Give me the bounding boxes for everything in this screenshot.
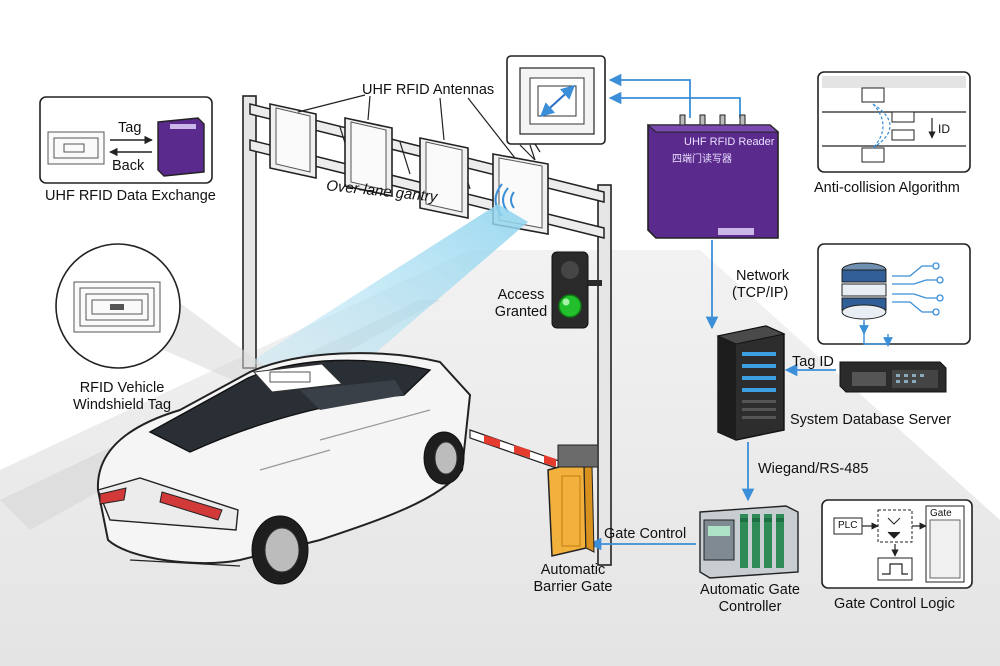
label-db-server: System Database Server [790,412,952,428]
antenna-panel [344,117,393,197]
label-barrier-line2: Barrier Gate [533,579,613,595]
label-vehicle-tag-line2: Windshield Tag [72,397,172,413]
label-data-exchange: UHF RFID Data Exchange [45,188,216,204]
rfid-beam [250,204,528,392]
data-exchange-inset [39,96,213,184]
label-tag: Tag [118,120,142,136]
label-tag-id: Tag ID [792,354,834,370]
database-inset [817,243,971,347]
label-gate-logic: Gate Control Logic [834,596,955,612]
rfid-reader-device [646,114,780,239]
barrier-gate [469,429,599,557]
reader-subtitle: 四端门读写器 [672,154,732,165]
label-id: ID [938,122,950,136]
tower-server [716,325,786,441]
label-gate: Gate [930,508,952,519]
anti-collision-inset [817,71,971,173]
rack-server-appliance [839,361,947,393]
antenna-panel [269,103,317,179]
label-network-line1: Network [736,268,790,284]
antenna-panel [419,137,469,219]
label-barrier-line1: Automatic [540,562,606,578]
label-plc: PLC [838,520,858,531]
label-anti-collision: Anti-collision Algorithm [814,180,960,196]
label-wiegand: Wiegand/RS-485 [758,461,869,477]
gate-logic-inset [821,499,973,589]
label-network-line2: (TCP/IP) [732,285,789,301]
label-vehicle-tag-line1: RFID Vehicle [79,380,165,396]
windshield-tag-inset [55,243,292,392]
antenna-detail-inset [506,55,606,161]
vehicle [96,352,472,585]
label-back: Back [112,158,145,174]
label-controller-line2: Controller [718,599,782,615]
traffic-light [551,251,602,329]
gate-controller-device [699,505,799,579]
label-access-line1: Access [497,287,545,303]
antenna-leader-lines [297,94,516,159]
label-antennas: UHF RFID Antennas [362,82,495,98]
reader-title: UHF RFID Reader [684,136,775,148]
label-controller-line1: Automatic Gate [700,582,800,598]
label-access-line2: Granted [494,304,548,320]
reader-to-antenna-arrows [608,73,741,118]
label-gate-control: Gate Control [604,526,687,542]
